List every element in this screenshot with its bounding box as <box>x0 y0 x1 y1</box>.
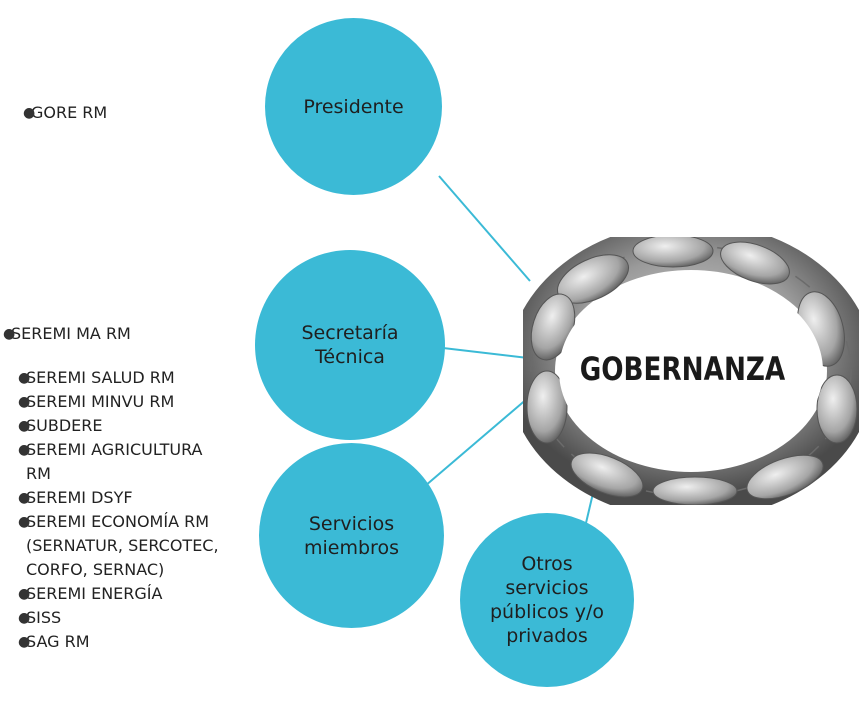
list-secretaria: ●SEREMI MA RM <box>3 322 131 346</box>
bullet-dot-icon: ● <box>18 394 31 410</box>
node-otros-label: Otros servicios públicos y/o privados <box>490 553 604 647</box>
list-item: ●SAG RM <box>18 630 219 654</box>
bullet-dot-icon: ● <box>18 634 31 650</box>
list-item: ●SEREMI DSYF <box>18 486 219 510</box>
bullet-dot-icon: ● <box>18 418 31 434</box>
connector-presidente <box>438 175 531 282</box>
hands-ring-image <box>523 237 859 505</box>
connector-servicios <box>417 397 529 493</box>
node-presidente-label: Presidente <box>303 95 404 118</box>
bullet-dot-icon: ● <box>18 514 31 530</box>
hub-label: GOBERNANZA <box>579 350 786 388</box>
connector-secretaria <box>442 347 529 359</box>
list-item: ●SEREMI ENERGÍA <box>18 582 219 606</box>
node-servicios-label: Servicios miembros <box>304 512 399 559</box>
bullet-dot-icon: ● <box>23 105 36 121</box>
node-otros-servicios: Otros servicios públicos y/o privados <box>460 513 634 687</box>
node-servicios-miembros: Servicios miembros <box>259 443 444 628</box>
list-item: ●SUBDERE <box>18 414 219 438</box>
bullet-dot-icon: ● <box>18 490 31 506</box>
bullet-dot-icon: ● <box>18 442 31 458</box>
list-item: ●GORE RM <box>23 101 107 125</box>
node-presidente: Presidente <box>265 18 442 195</box>
list-item: ●SEREMI SALUD RM <box>18 366 219 390</box>
node-secretaria-label: Secretaría Técnica <box>301 322 399 368</box>
list-servicios: ●SEREMI SALUD RM ●SEREMI MINVU RM ●SUBDE… <box>18 366 219 654</box>
node-secretaria-tecnica: Secretaría Técnica <box>255 250 445 440</box>
list-item: ●SEREMI MINVU RM <box>18 390 219 414</box>
list-item: ●SISS <box>18 606 219 630</box>
bullet-dot-icon: ● <box>3 326 16 342</box>
bullet-dot-icon: ● <box>18 610 31 626</box>
list-item: ●SEREMI MA RM <box>3 322 131 346</box>
bullet-dot-icon: ● <box>18 370 31 386</box>
bullet-dot-icon: ● <box>18 586 31 602</box>
list-item: ●SEREMI ECONOMÍA RM (SERNATUR, SERCOTEC,… <box>18 512 219 579</box>
list-item: ●SEREMI AGRICULTURA RM <box>18 440 203 483</box>
list-presidente: ●GORE RM <box>23 101 107 125</box>
